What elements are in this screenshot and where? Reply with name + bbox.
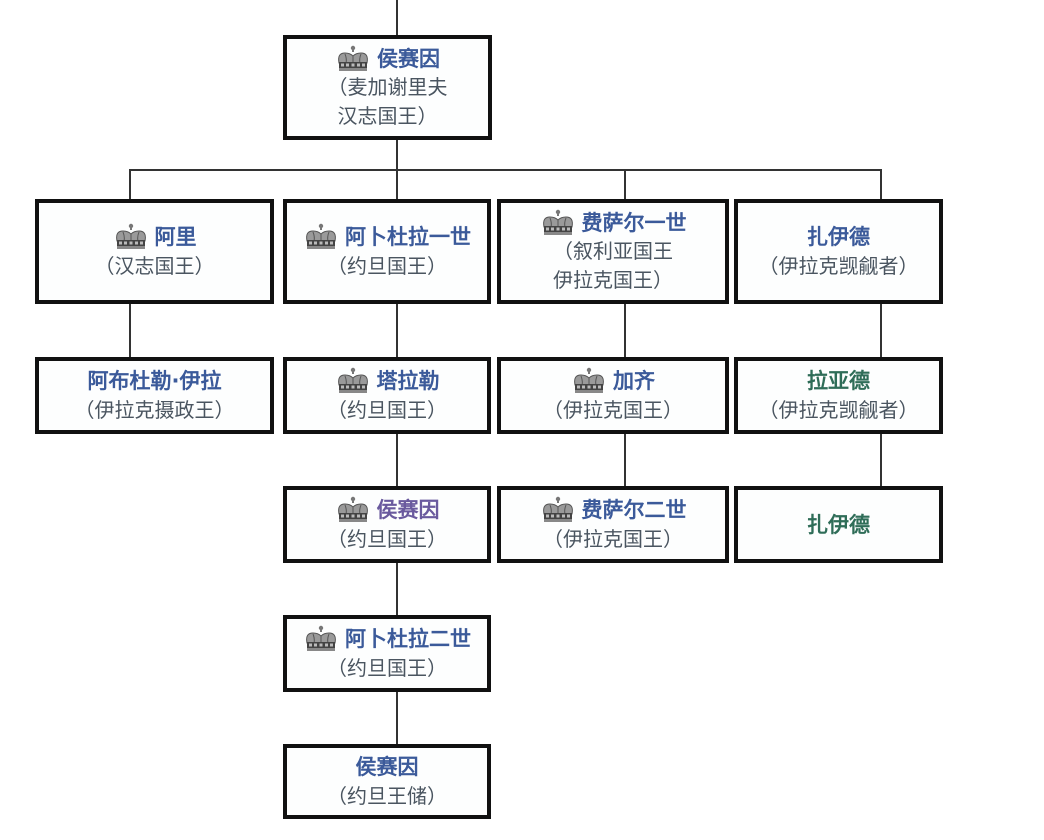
node-talal[interactable]: 塔拉勒 （约旦国王）	[283, 357, 491, 434]
connector-abdullah-i-talal	[396, 303, 398, 358]
node-name[interactable]: 阿卜杜拉二世	[345, 626, 471, 651]
node-raad[interactable]: 拉亚德 （伊拉克觊觎者）	[734, 357, 943, 434]
node-zeid[interactable]: 扎伊德 （伊拉克觊觎者）	[734, 199, 943, 304]
connector-to-zeid	[880, 169, 882, 200]
node-hussein-jordan[interactable]: 侯赛因 （约旦国王）	[283, 486, 491, 563]
node-abd-al-ilah[interactable]: 阿布杜勒·伊拉 （伊拉克摄政王）	[35, 357, 274, 434]
node-title: （叙利亚国王 伊拉克国王）	[553, 238, 673, 292]
connector-root-top	[396, 0, 398, 36]
node-name[interactable]: 侯赛因	[377, 46, 440, 71]
node-title: （汉志国王）	[94, 253, 215, 278]
connector-raad-zeid-2	[880, 433, 882, 487]
node-name[interactable]: 费萨尔二世	[581, 497, 687, 522]
node-title: （伊拉克摄政王）	[74, 397, 235, 422]
node-title: （约旦国王）	[327, 526, 447, 551]
node-title: （伊拉克国王）	[543, 526, 683, 551]
node-name[interactable]: 扎伊德	[807, 512, 870, 537]
crown-icon	[113, 223, 149, 251]
node-name[interactable]: 塔拉勒	[376, 368, 440, 393]
node-name[interactable]: 加齐	[613, 368, 655, 393]
node-name[interactable]: 阿布杜勒·伊拉	[87, 368, 222, 393]
node-title: （伊拉克觊觎者）	[758, 397, 919, 422]
connector-ali-abd-al-ilah	[129, 303, 131, 358]
node-name[interactable]: 阿里	[154, 224, 197, 249]
node-zeid-2[interactable]: 扎伊德	[734, 486, 943, 563]
node-title: （伊拉克觊觎者）	[758, 253, 919, 278]
node-ali[interactable]: 阿里 （汉志国王）	[35, 199, 274, 304]
node-name[interactable]: 侯赛因	[355, 754, 419, 779]
node-hussein-hejaz[interactable]: 侯赛因 （麦加谢里夫 汉志国王）	[283, 35, 492, 140]
crown-icon	[571, 367, 607, 395]
connector-ghazi-faisal-ii	[624, 433, 626, 487]
node-title: （麦加谢里夫 汉志国王）	[327, 74, 448, 128]
node-title: （约旦国王）	[327, 253, 447, 278]
connector-abdullah-ii-hussein-cp	[396, 690, 398, 745]
connector-to-abdullah-i	[396, 169, 398, 200]
node-title: （约旦国王）	[327, 655, 447, 680]
connector-talal-hussein	[396, 433, 398, 487]
crown-icon	[303, 625, 339, 653]
node-hussein-crown-prince[interactable]: 侯赛因 （约旦王储）	[283, 744, 491, 819]
node-title: （约旦国王）	[327, 397, 447, 422]
node-title: （约旦王储）	[327, 783, 447, 808]
node-faisal-ii[interactable]: 费萨尔二世 （伊拉克国王）	[497, 486, 729, 563]
crown-icon	[335, 496, 371, 524]
crown-icon	[335, 45, 371, 73]
connector-root-down	[396, 139, 398, 171]
node-ghazi[interactable]: 加齐 （伊拉克国王）	[497, 357, 729, 434]
node-title: （伊拉克国王）	[543, 397, 683, 422]
connector-faisal-i-ghazi	[624, 303, 626, 358]
node-name[interactable]: 阿卜杜拉一世	[345, 224, 471, 249]
crown-icon	[335, 367, 371, 395]
connector-hussein-abdullah-ii	[396, 562, 398, 617]
node-name[interactable]: 扎伊德	[807, 224, 870, 249]
connector-to-faisal-i	[624, 169, 626, 200]
node-name[interactable]: 侯赛因	[376, 497, 440, 522]
node-faisal-i[interactable]: 费萨尔一世 （叙利亚国王 伊拉克国王）	[497, 199, 729, 304]
connector-zeid-raad	[880, 303, 882, 358]
crown-icon	[540, 209, 576, 237]
connector-to-ali	[129, 169, 131, 200]
crown-icon	[303, 223, 339, 251]
node-name[interactable]: 拉亚德	[807, 368, 870, 393]
connector-sibling-bar	[129, 169, 882, 171]
crown-icon	[540, 496, 576, 524]
node-name[interactable]: 费萨尔一世	[581, 210, 687, 235]
node-abdullah-i[interactable]: 阿卜杜拉一世 （约旦国王）	[283, 199, 491, 304]
node-abdullah-ii[interactable]: 阿卜杜拉二世 （约旦国王）	[283, 615, 491, 692]
